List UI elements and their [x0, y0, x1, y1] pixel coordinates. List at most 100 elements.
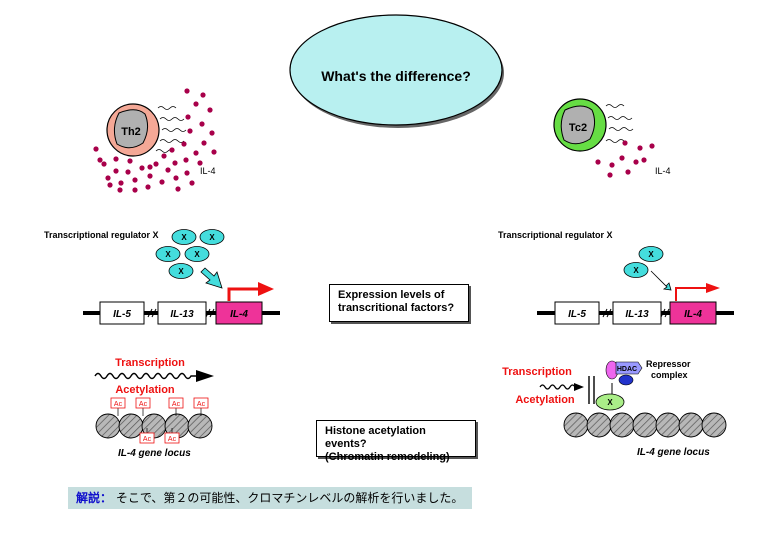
secretion-wave	[605, 104, 625, 108]
gene-il4-label: IL-4	[230, 309, 248, 320]
repressor-label-1: Repressor	[646, 359, 691, 369]
svg-text:X: X	[181, 233, 187, 242]
cytokine-dot	[175, 186, 181, 192]
svg-text:X: X	[178, 267, 184, 276]
th2-secretion-waves	[155, 106, 187, 153]
factor-x: X	[168, 263, 194, 279]
gene-il13	[612, 301, 662, 325]
hdac-label: HDAC	[617, 366, 637, 373]
note-bar: 解説： そこで、第２の可能性、クロマチンレベルの解析を行いました。	[68, 487, 472, 509]
cytokine-dot	[607, 172, 613, 178]
right-regulator-label: Transcriptional regulator X	[498, 230, 613, 240]
gene-il5	[99, 301, 145, 325]
left-locus-label: IL-4 gene locus	[118, 448, 191, 459]
question-histone-line1: Histone acetylation events?	[325, 425, 426, 450]
question-box-expression: Expression levels of transcritional fact…	[329, 284, 469, 322]
gene-il13-label: IL-13	[625, 309, 649, 320]
cytokine-dot	[211, 149, 217, 155]
cytokine-dot	[609, 162, 615, 168]
acetyl-mark: Ac	[193, 397, 209, 416]
cytokine-dot	[107, 182, 113, 188]
cytokine-dot	[201, 140, 207, 146]
tc2-nucleus	[560, 105, 596, 145]
acetyl-mark-label: Ac	[197, 401, 206, 408]
cytokine-dot	[145, 184, 151, 190]
cytokine-dot	[197, 160, 203, 166]
nucleosome	[701, 412, 727, 438]
cytokine-dot	[183, 157, 189, 163]
gene-il5	[554, 301, 600, 325]
nucleosome	[118, 413, 144, 439]
left-gene-map: IL-5 IL-13 IL-4	[83, 301, 280, 325]
gene-il4-label: IL-4	[684, 309, 702, 320]
cytokine-dot	[193, 101, 199, 107]
question-expression-line1: Expression levels of	[338, 289, 445, 301]
right-transcription-label: Transcription	[502, 366, 572, 378]
nucleosome	[95, 413, 121, 439]
right-binding-arrow	[650, 270, 672, 291]
right-acetylation-label: Acetylation	[515, 394, 575, 406]
repressor-complex: HDAC X Repressor complex	[595, 359, 691, 411]
cytokine-dot	[633, 159, 639, 165]
gene-il4	[215, 301, 263, 325]
svg-text:X: X	[194, 250, 200, 259]
cytokine-dot	[125, 169, 131, 175]
secretion-wave	[161, 128, 187, 132]
cytokine-dot	[641, 157, 647, 163]
cytokine-dot	[101, 161, 107, 167]
cytokine-dot	[207, 107, 213, 113]
left-transcription-label: Transcription	[115, 357, 185, 369]
acetyl-mark-label: Ac	[139, 401, 148, 408]
right-gene-map: IL-5 IL-13 IL-4	[537, 301, 734, 325]
acetyl-mark-label: Ac	[168, 436, 177, 443]
cytokine-dot	[132, 177, 138, 183]
cytokine-dot	[173, 175, 179, 181]
th2-cytokine-dots	[93, 88, 217, 193]
cytokine-dot	[161, 153, 167, 159]
cytokine-dot	[199, 121, 205, 127]
cytokine-dot	[622, 140, 628, 146]
th2-cell: Th2	[106, 103, 160, 157]
repressor-blue	[618, 374, 634, 386]
left-binding-arrow	[200, 267, 223, 289]
left-nucleosomes	[95, 413, 213, 439]
tc2-label: Tc2	[569, 122, 587, 134]
th2-nucleus	[113, 109, 149, 149]
cytokine-dot	[187, 128, 193, 134]
question-expression-line2: transcritional factors?	[338, 302, 455, 314]
right-nucleosomes	[563, 412, 727, 438]
svg-text:X: X	[648, 250, 654, 259]
factor-x-bound	[595, 393, 625, 411]
nucleosome	[655, 412, 681, 438]
acetyl-mark: Ac	[135, 397, 151, 416]
cytokine-dot	[127, 158, 133, 164]
right-locus-label: IL-4 gene locus	[637, 447, 710, 458]
gene-il5-label: IL-5	[568, 309, 586, 320]
cytokine-dot	[169, 147, 175, 153]
nucleosome	[563, 412, 589, 438]
right-tss-arrow	[675, 283, 720, 301]
cytokine-dot	[595, 159, 601, 165]
left-factor-x-cluster: X X X X X	[155, 229, 225, 279]
note-key: 解説：	[76, 491, 113, 505]
secretion-wave	[159, 139, 185, 143]
question-histone-line2: (Chromatin remodeling)	[325, 451, 450, 463]
tc2-cytokine-label: IL-4	[655, 166, 671, 176]
svg-text:X: X	[165, 250, 171, 259]
left-transcript-wave	[94, 372, 196, 380]
th2-label: Th2	[121, 126, 141, 138]
secretion-wave	[159, 117, 185, 121]
cytokine-dot	[189, 180, 195, 186]
secretion-wave	[157, 106, 177, 110]
factor-x: X	[184, 246, 210, 262]
cytokine-dot	[184, 170, 190, 176]
cytokine-dot	[113, 156, 119, 162]
right-transcript-arrowhead	[574, 383, 584, 391]
cytokine-dot	[139, 165, 145, 171]
cytokine-dot	[93, 146, 99, 152]
acetyl-mark: Ac	[139, 428, 155, 444]
cytokine-dot	[147, 173, 153, 179]
nucleosome	[609, 412, 635, 438]
